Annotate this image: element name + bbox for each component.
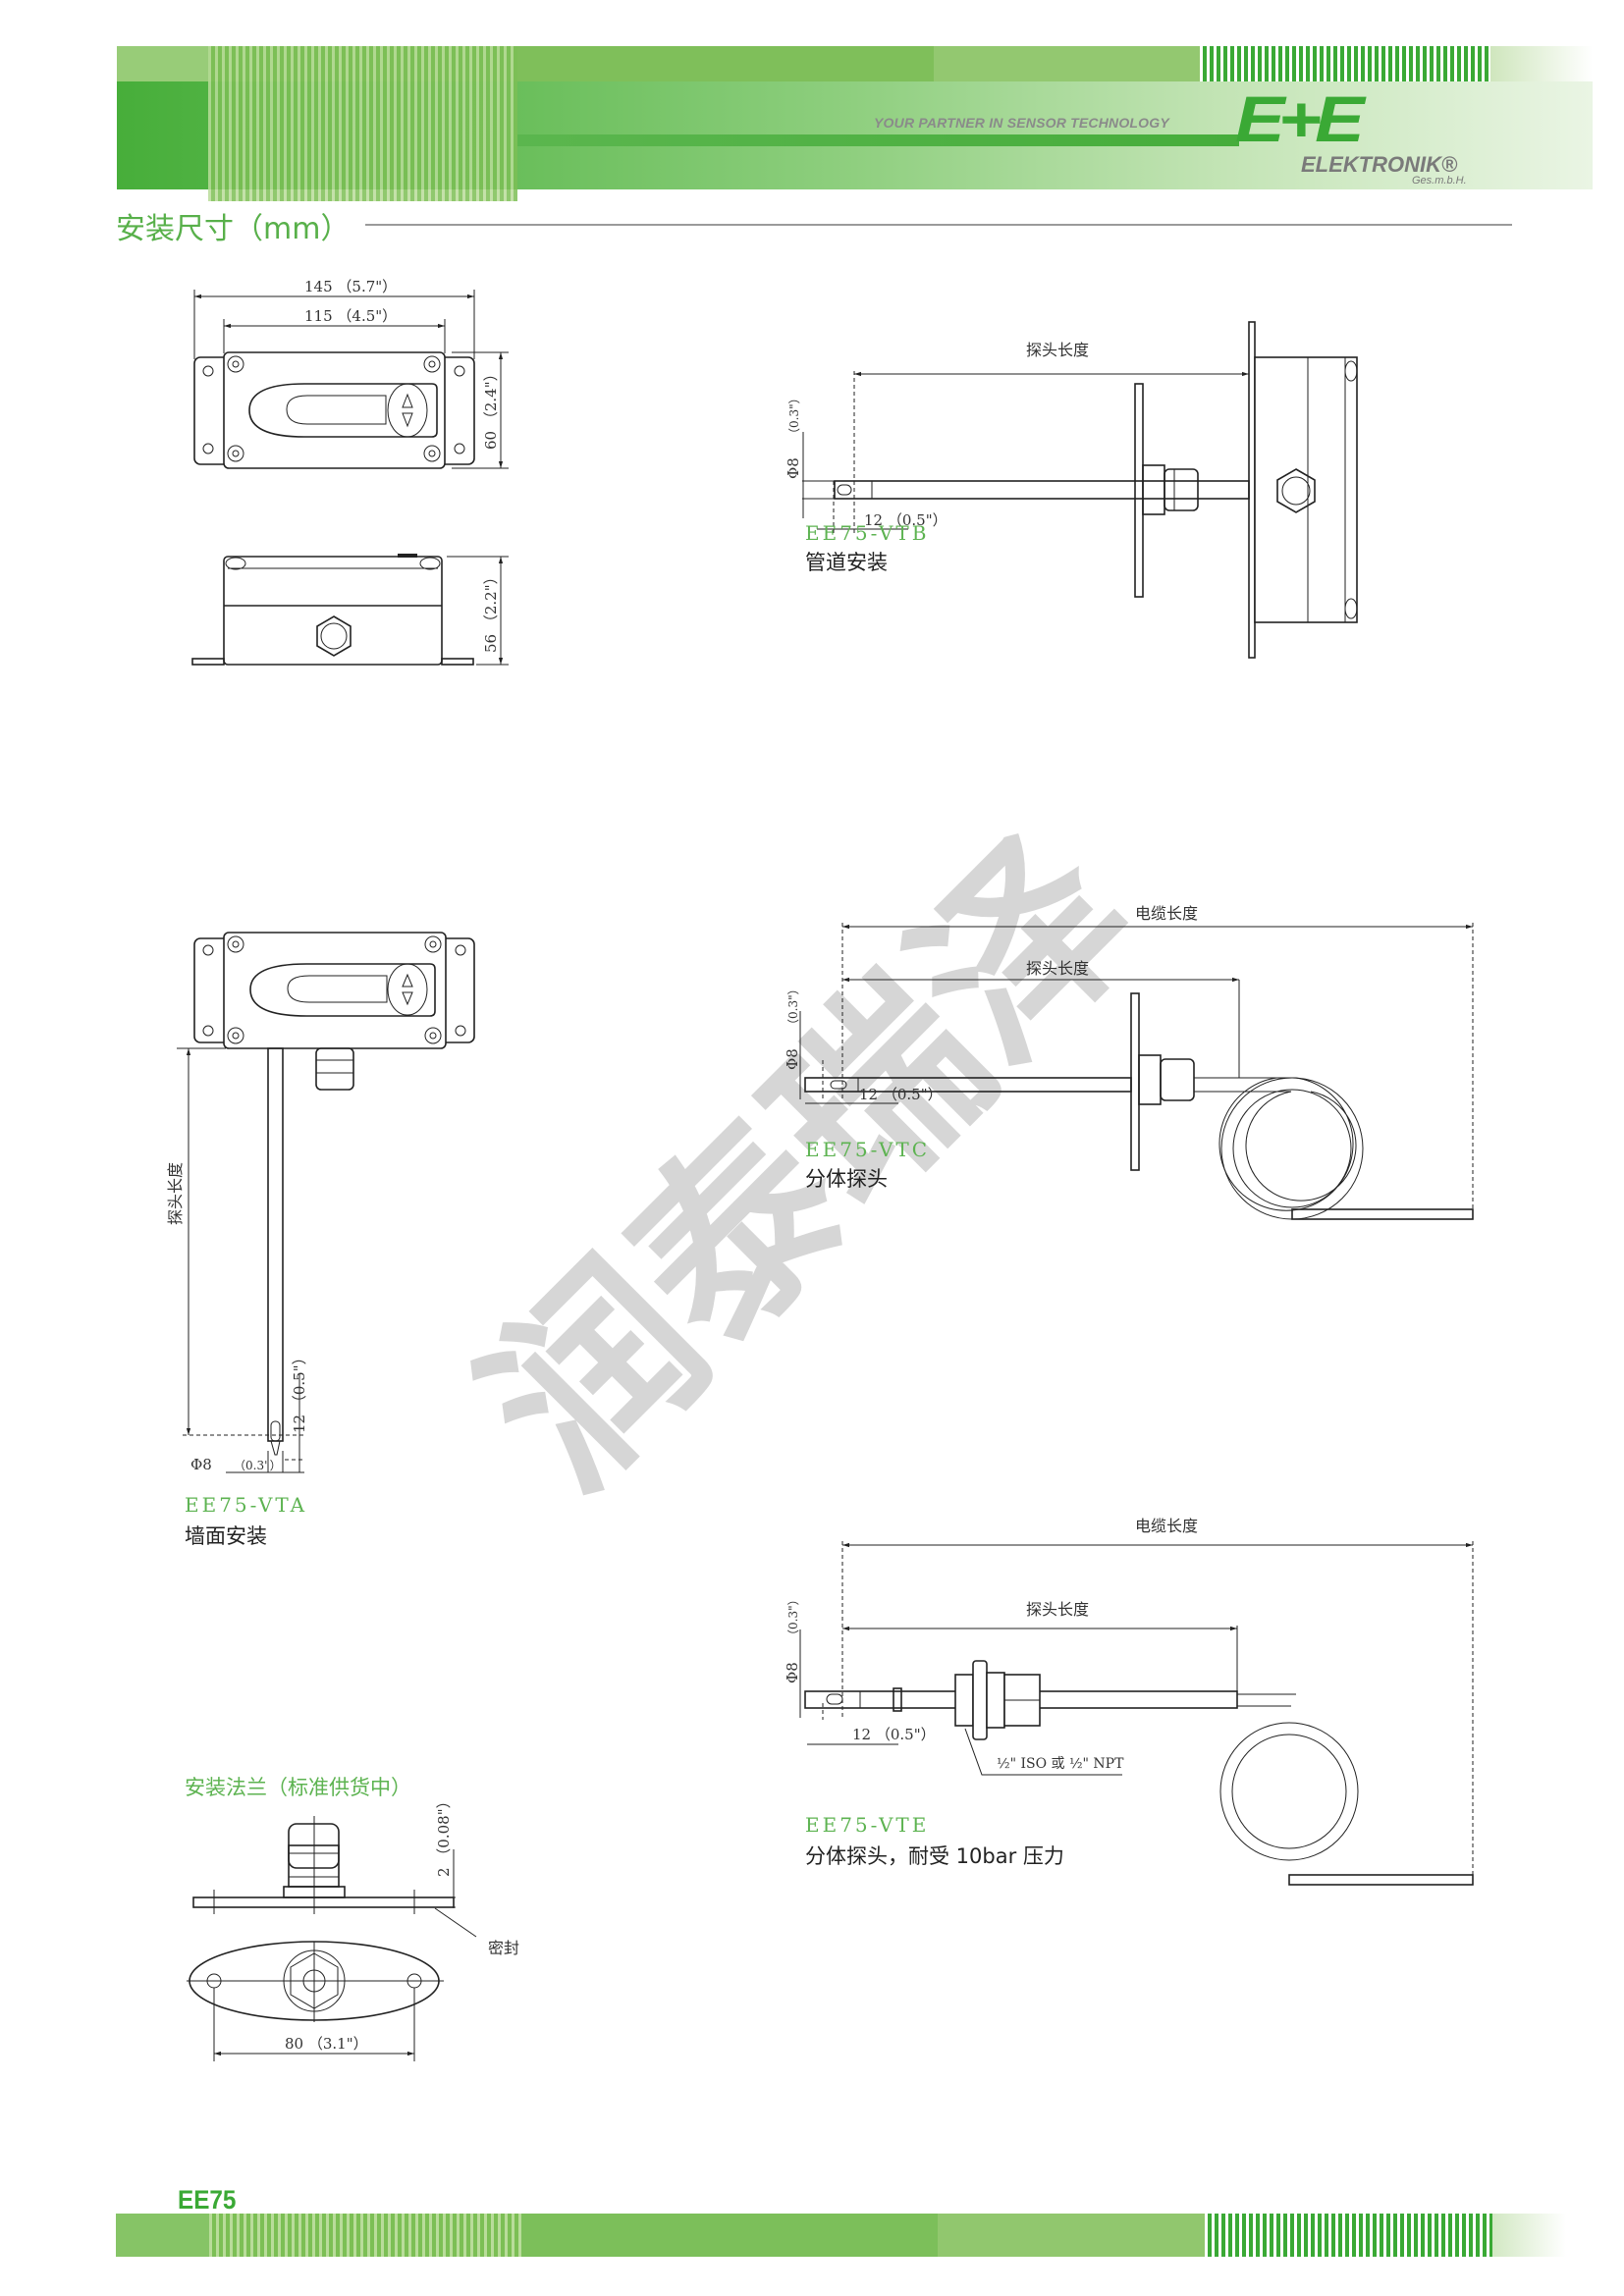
vtc-tip: 12 （0.5"） — [859, 1086, 943, 1103]
flange-spacing: 80 （3.1"） — [285, 2035, 368, 2053]
watermark: 润泰瑞泽 — [443, 796, 1177, 1530]
vtb-model: EE75-VTB — [805, 521, 929, 545]
vte-drawing: 电缆长度 探头长度 Φ8 （0.3"） 12 （0.5"） ½" ISO 或 ½… — [784, 1517, 1474, 1886]
vta-drawing: 探头长度 12 （0.5"） Φ8 （0.3"） EE75-VTA 墙面安装 — [166, 932, 475, 1548]
vta-diameter-in: （0.3"） — [234, 1459, 282, 1472]
logo-sub: Ges.m.b.H. — [1412, 175, 1467, 187]
vtb-diameter: Φ8 — [785, 457, 802, 479]
vte-diameter-in: （0.3"） — [786, 1593, 800, 1641]
tagline: YOUR PARTNER IN SENSOR TECHNOLOGY — [874, 115, 1169, 131]
flange-thickness: 2 （0.08"） — [435, 1793, 453, 1877]
flange-drawing: 安装法兰（标准供货中） 2 （0.08"） 密封 80 （3.1"） — [185, 1776, 519, 2061]
vte-thread: ½" ISO 或 ½" NPT — [997, 1756, 1124, 1772]
vte-model: EE75-VTE — [805, 1813, 929, 1837]
housing-front-view: 145 （5.7"） 115 （4.5"） 60 （2.4"） — [193, 278, 509, 469]
section-title: 安装尺寸（mm） — [116, 212, 351, 246]
button-icon — [387, 963, 428, 1016]
footer-band — [116, 2214, 209, 2257]
vta-diameter: Φ8 — [190, 1456, 212, 1473]
header-bar — [517, 134, 1239, 146]
vta-tip: 12 （0.5"） — [291, 1350, 308, 1433]
dim-width-inner: 115 （4.5"） — [304, 307, 397, 325]
ee-logo: E+E — [1235, 82, 1365, 155]
footer-product-code: EE75 — [178, 2185, 237, 2215]
vtb-probe-length: 探头长度 — [1026, 341, 1089, 359]
vtc-probe-length: 探头长度 — [1026, 959, 1089, 978]
vte-tip: 12 （0.5"） — [852, 1726, 936, 1743]
dim-height-front: 60 （2.4"） — [482, 366, 500, 450]
header-stripes — [1200, 46, 1490, 81]
housing-side-view: 56 （2.2"） — [191, 554, 509, 666]
vtc-diameter-in: （0.3"） — [786, 983, 800, 1031]
vtb-desc: 管道安装 — [805, 551, 888, 574]
flange-seal: 密封 — [488, 1939, 519, 1957]
vte-diameter: Φ8 — [784, 1662, 801, 1683]
vta-desc: 墙面安装 — [185, 1524, 267, 1548]
vtc-drawing: 电缆长度 探头长度 Φ8 （0.3"） 12 （0.5"） EE75-VTC 分… — [784, 904, 1474, 1220]
vta-probe-length: 探头长度 — [166, 1162, 185, 1225]
footer-stripes — [1205, 2214, 1492, 2257]
vte-probe-length: 探头长度 — [1026, 1600, 1089, 1619]
footer-fade — [1492, 2214, 1566, 2257]
vta-model: EE75-VTA — [185, 1493, 307, 1517]
header-strip — [117, 46, 208, 81]
footer-band — [938, 2214, 1205, 2257]
dim-height-side: 56 （2.2"） — [482, 569, 500, 653]
vte-desc: 分体探头，耐受 10bar 压力 — [805, 1844, 1064, 1868]
header-fade — [1490, 46, 1593, 81]
vtc-cable-length: 电缆长度 — [1135, 904, 1198, 923]
svg-text:润泰瑞泽: 润泰瑞泽 — [443, 796, 1177, 1530]
vtc-diameter: Φ8 — [784, 1048, 801, 1070]
vtc-model: EE75-VTC — [805, 1138, 930, 1161]
header-stripes — [208, 46, 517, 201]
button-icon — [387, 383, 428, 438]
vtb-diameter-in: （0.3"） — [787, 392, 801, 440]
vte-cable-length: 电缆长度 — [1135, 1517, 1198, 1535]
vtc-desc: 分体探头 — [805, 1167, 888, 1191]
header-strip — [934, 46, 1200, 81]
dim-width-outer: 145 （5.7"） — [304, 278, 397, 295]
flange-title: 安装法兰（标准供货中） — [185, 1776, 411, 1799]
logo-name: ELEKTRONIK® — [1301, 152, 1458, 177]
vtb-tip: 12 （0.5"） — [864, 511, 947, 529]
vtb-drawing: 探头长度 Φ8 （0.3"） 12 （0.5"） EE75-VTB 管道安装 — [785, 321, 1358, 659]
title-rule — [365, 224, 1512, 226]
footer-stripes — [209, 2214, 521, 2257]
